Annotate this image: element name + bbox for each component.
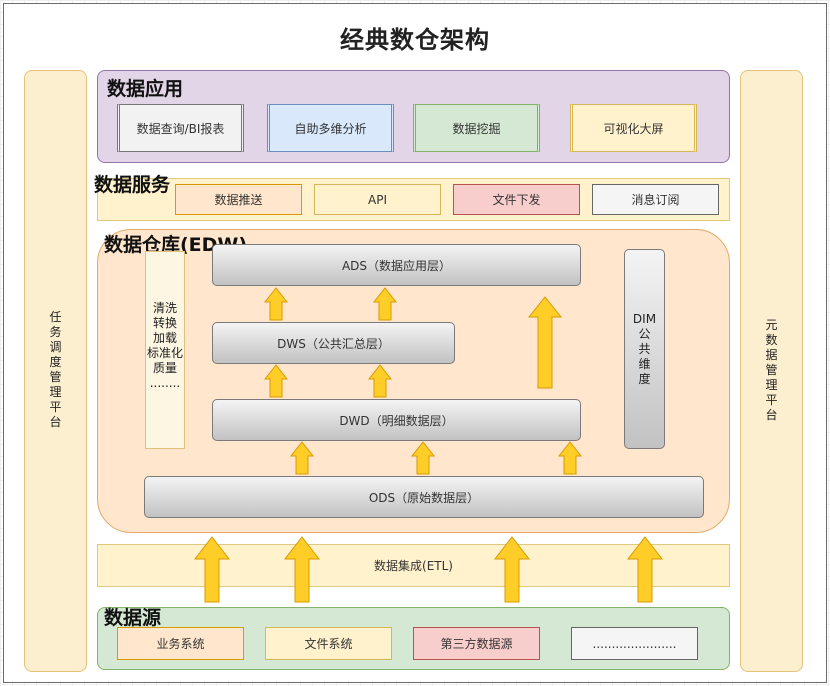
scheduler-panel-text: 任务调度管理平台 bbox=[49, 310, 62, 429]
ads-layer[interactable]: ADS（数据应用层） bbox=[212, 244, 581, 286]
service-item-message-subscribe[interactable]: 消息订阅 bbox=[592, 184, 719, 215]
source-item-file-system[interactable]: 文件系统 bbox=[265, 627, 392, 660]
scheduler-panel bbox=[24, 70, 87, 672]
app-item-data-mining[interactable]: 数据挖掘 bbox=[413, 104, 540, 152]
app-layer-title: 数据应用 bbox=[107, 78, 184, 100]
metadata-panel bbox=[740, 70, 803, 672]
service-item-file-delivery[interactable]: 文件下发 bbox=[453, 184, 580, 215]
dwd-layer[interactable]: DWD（明细数据层） bbox=[212, 399, 581, 441]
dim-layer[interactable] bbox=[624, 249, 665, 449]
source-item-more[interactable]: ...................... bbox=[571, 627, 698, 660]
app-item-bi-report[interactable]: 数据查询/BI报表 bbox=[117, 104, 244, 152]
metadata-panel-text: 元数据管理平台 bbox=[765, 318, 778, 422]
app-item-dashboard[interactable]: 可视化大屏 bbox=[570, 104, 697, 152]
source-layer-title: 数据源 bbox=[104, 607, 162, 629]
source-item-third-party[interactable]: 第三方数据源 bbox=[413, 627, 540, 660]
page-title: 经典数仓架构 bbox=[340, 26, 490, 54]
warehouse-title: 数据仓库(EDW) bbox=[104, 234, 248, 256]
service-layer-title: 数据服务 bbox=[94, 174, 171, 196]
ods-layer[interactable]: ODS（原始数据层） bbox=[144, 476, 704, 518]
etl-layer[interactable]: 数据集成(ETL) bbox=[97, 544, 730, 587]
scheduler-panel-label: 任务调度管理平台 bbox=[24, 310, 87, 430]
source-item-business-system[interactable]: 业务系统 bbox=[117, 627, 244, 660]
etl-process-label: 清洗转换加载标准化质量........ bbox=[146, 301, 183, 390]
metadata-panel-label: 元数据管理平台 bbox=[740, 318, 803, 423]
service-item-push[interactable]: 数据推送 bbox=[175, 184, 302, 215]
dws-layer[interactable]: DWS（公共汇总层） bbox=[212, 322, 455, 364]
app-item-olap[interactable]: 自助多维分析 bbox=[267, 104, 394, 152]
service-item-api[interactable]: API bbox=[314, 184, 441, 215]
etl-process-panel bbox=[145, 251, 185, 449]
